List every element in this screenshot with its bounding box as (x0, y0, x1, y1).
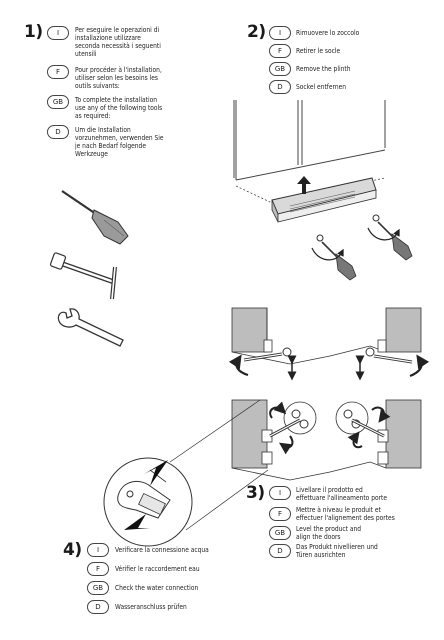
lang-badge-de: D (47, 125, 69, 139)
lang-badge-de: D (87, 600, 109, 614)
step-4-text-de: Wasseranschluss prüfen (115, 603, 187, 611)
step-3-text-de: Das Produkt nivellieren und Türen ausric… (296, 543, 378, 559)
lang-badge-gb: GB (87, 581, 109, 595)
step-3-text-gb: Level the product and align the doors (296, 525, 361, 541)
socket-wrench-icon (49, 252, 117, 300)
screwdriver-icon (61, 190, 129, 245)
lang-badge-de: D (269, 80, 291, 94)
step-4-text-gb: Check the water connection (115, 584, 199, 592)
step-4-text-it: Verificare la connessione acqua (115, 546, 209, 554)
lang-badge-de: D (269, 544, 291, 558)
step-3-number: 3) (246, 483, 265, 503)
step-2-text-de: Sockel entfernen (296, 83, 347, 91)
leveling-feet-illustration (228, 307, 430, 381)
lang-badge-fr: F (87, 562, 109, 576)
step-2-number: 2) (247, 22, 266, 42)
step-4-text-fr: Vérifier le raccordement eau (115, 565, 200, 573)
step-1-text-it: Per eseguire le operazioni di installazi… (75, 26, 161, 58)
step-2-text-fr: Retirer le socle (296, 47, 341, 55)
lang-badge-gb: GB (47, 95, 69, 109)
step-1-text-de: Um die Installation vorzunehmen, verwend… (75, 126, 164, 158)
step-1-number: 1) (24, 22, 43, 42)
lang-badge-it: I (47, 26, 69, 40)
lang-badge-fr: F (269, 44, 291, 58)
lang-badge-it: I (269, 26, 291, 40)
step-3-text-it: Livellare il prodotto ed effettuare l'al… (296, 486, 387, 502)
step-1-text-gb: To complete the installation use any of … (75, 96, 163, 120)
step-2-text-gb: Remove the plinth (296, 65, 351, 73)
step-4-number: 4) (63, 540, 82, 560)
water-connection-illustration (103, 399, 269, 547)
step-3-text-fr: Mettre à niveau le produit et effectuer … (296, 506, 395, 522)
lang-badge-it: I (269, 486, 291, 500)
lang-badge-gb: GB (269, 62, 291, 76)
lang-badge-fr: F (269, 507, 291, 521)
open-wrench-icon (57, 308, 124, 347)
step-2-text-it: Rimuovere lo zoccolo (296, 29, 360, 37)
plinth-removal-illustration (233, 100, 413, 281)
lang-badge-it: I (87, 543, 109, 557)
lang-badge-fr: F (47, 65, 69, 79)
lang-badge-gb: GB (269, 526, 291, 540)
door-alignment-illustration (231, 399, 422, 481)
step-1-text-fr: Pour procéder à l'installation, utiliser… (75, 66, 162, 90)
